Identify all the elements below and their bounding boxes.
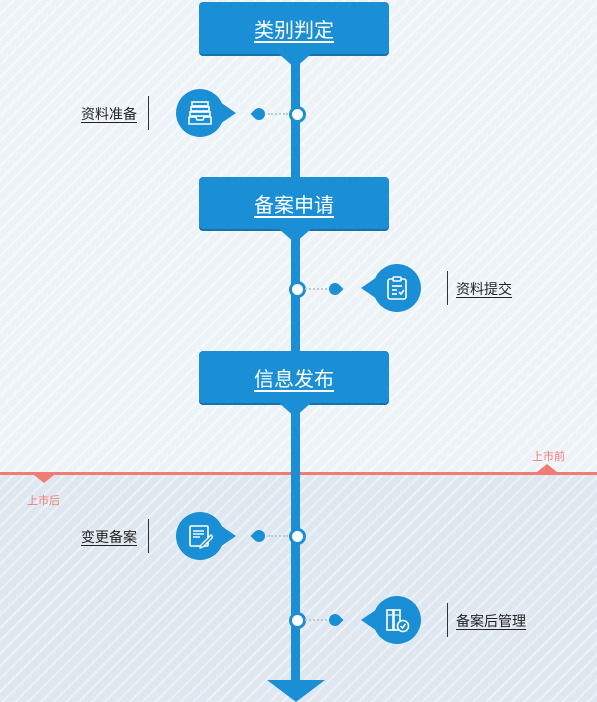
step-badge-materials-prep[interactable] <box>176 89 236 137</box>
stage-pointer-icon <box>279 229 311 243</box>
timeline-node <box>289 281 306 298</box>
label-bar <box>447 271 448 305</box>
connector-dots <box>268 535 288 537</box>
badge-pointer <box>361 609 377 631</box>
label-bar <box>148 96 149 130</box>
document-tray-icon <box>188 101 212 125</box>
label-bar <box>447 603 448 637</box>
stage-pointer-icon <box>279 403 311 417</box>
badge-pointer <box>220 525 236 547</box>
divider-marker-down-icon <box>34 475 54 483</box>
badge-circle <box>373 264 421 312</box>
stage-pointer-icon <box>279 54 311 68</box>
stage-label: 备案申请 <box>254 192 334 217</box>
label-bar <box>148 519 149 553</box>
stage-filing-application[interactable]: 备案申请 <box>199 177 389 229</box>
stage-label: 类别判定 <box>254 17 334 42</box>
timeline-arrow-down-icon <box>267 680 325 702</box>
timeline-node <box>289 106 306 123</box>
step-label-change-filing[interactable]: 变更备案 <box>81 530 137 546</box>
badge-circle <box>176 512 224 560</box>
connector-dots <box>305 619 327 621</box>
step-label-materials-prep[interactable]: 资料准备 <box>81 107 137 123</box>
post-market-label: 上市后 <box>27 494 60 507</box>
step-badge-change-filing[interactable] <box>176 512 236 560</box>
badge-pointer <box>220 102 236 124</box>
pre-market-label: 上市前 <box>532 450 565 463</box>
badge-circle <box>373 596 421 644</box>
connector-dots <box>268 113 288 115</box>
connector-dots <box>305 288 327 290</box>
badge-circle <box>176 89 224 137</box>
stage-label: 信息发布 <box>254 366 334 391</box>
stage-category-determination[interactable]: 类别判定 <box>199 2 389 54</box>
step-badge-materials-submit[interactable] <box>361 264 421 312</box>
step-label-post-filing-management[interactable]: 备案后管理 <box>456 614 526 630</box>
step-label-materials-submit[interactable]: 资料提交 <box>456 282 512 298</box>
stage-information-release[interactable]: 信息发布 <box>199 351 389 403</box>
divider-marker-up-icon <box>537 464 557 472</box>
edit-document-icon <box>189 525 213 549</box>
step-badge-post-filing-management[interactable] <box>361 596 421 644</box>
timeline-node <box>289 612 306 629</box>
binders-check-icon <box>386 609 410 633</box>
timeline-node <box>289 528 306 545</box>
clipboard-checklist-icon <box>387 276 407 300</box>
badge-pointer <box>361 277 377 299</box>
